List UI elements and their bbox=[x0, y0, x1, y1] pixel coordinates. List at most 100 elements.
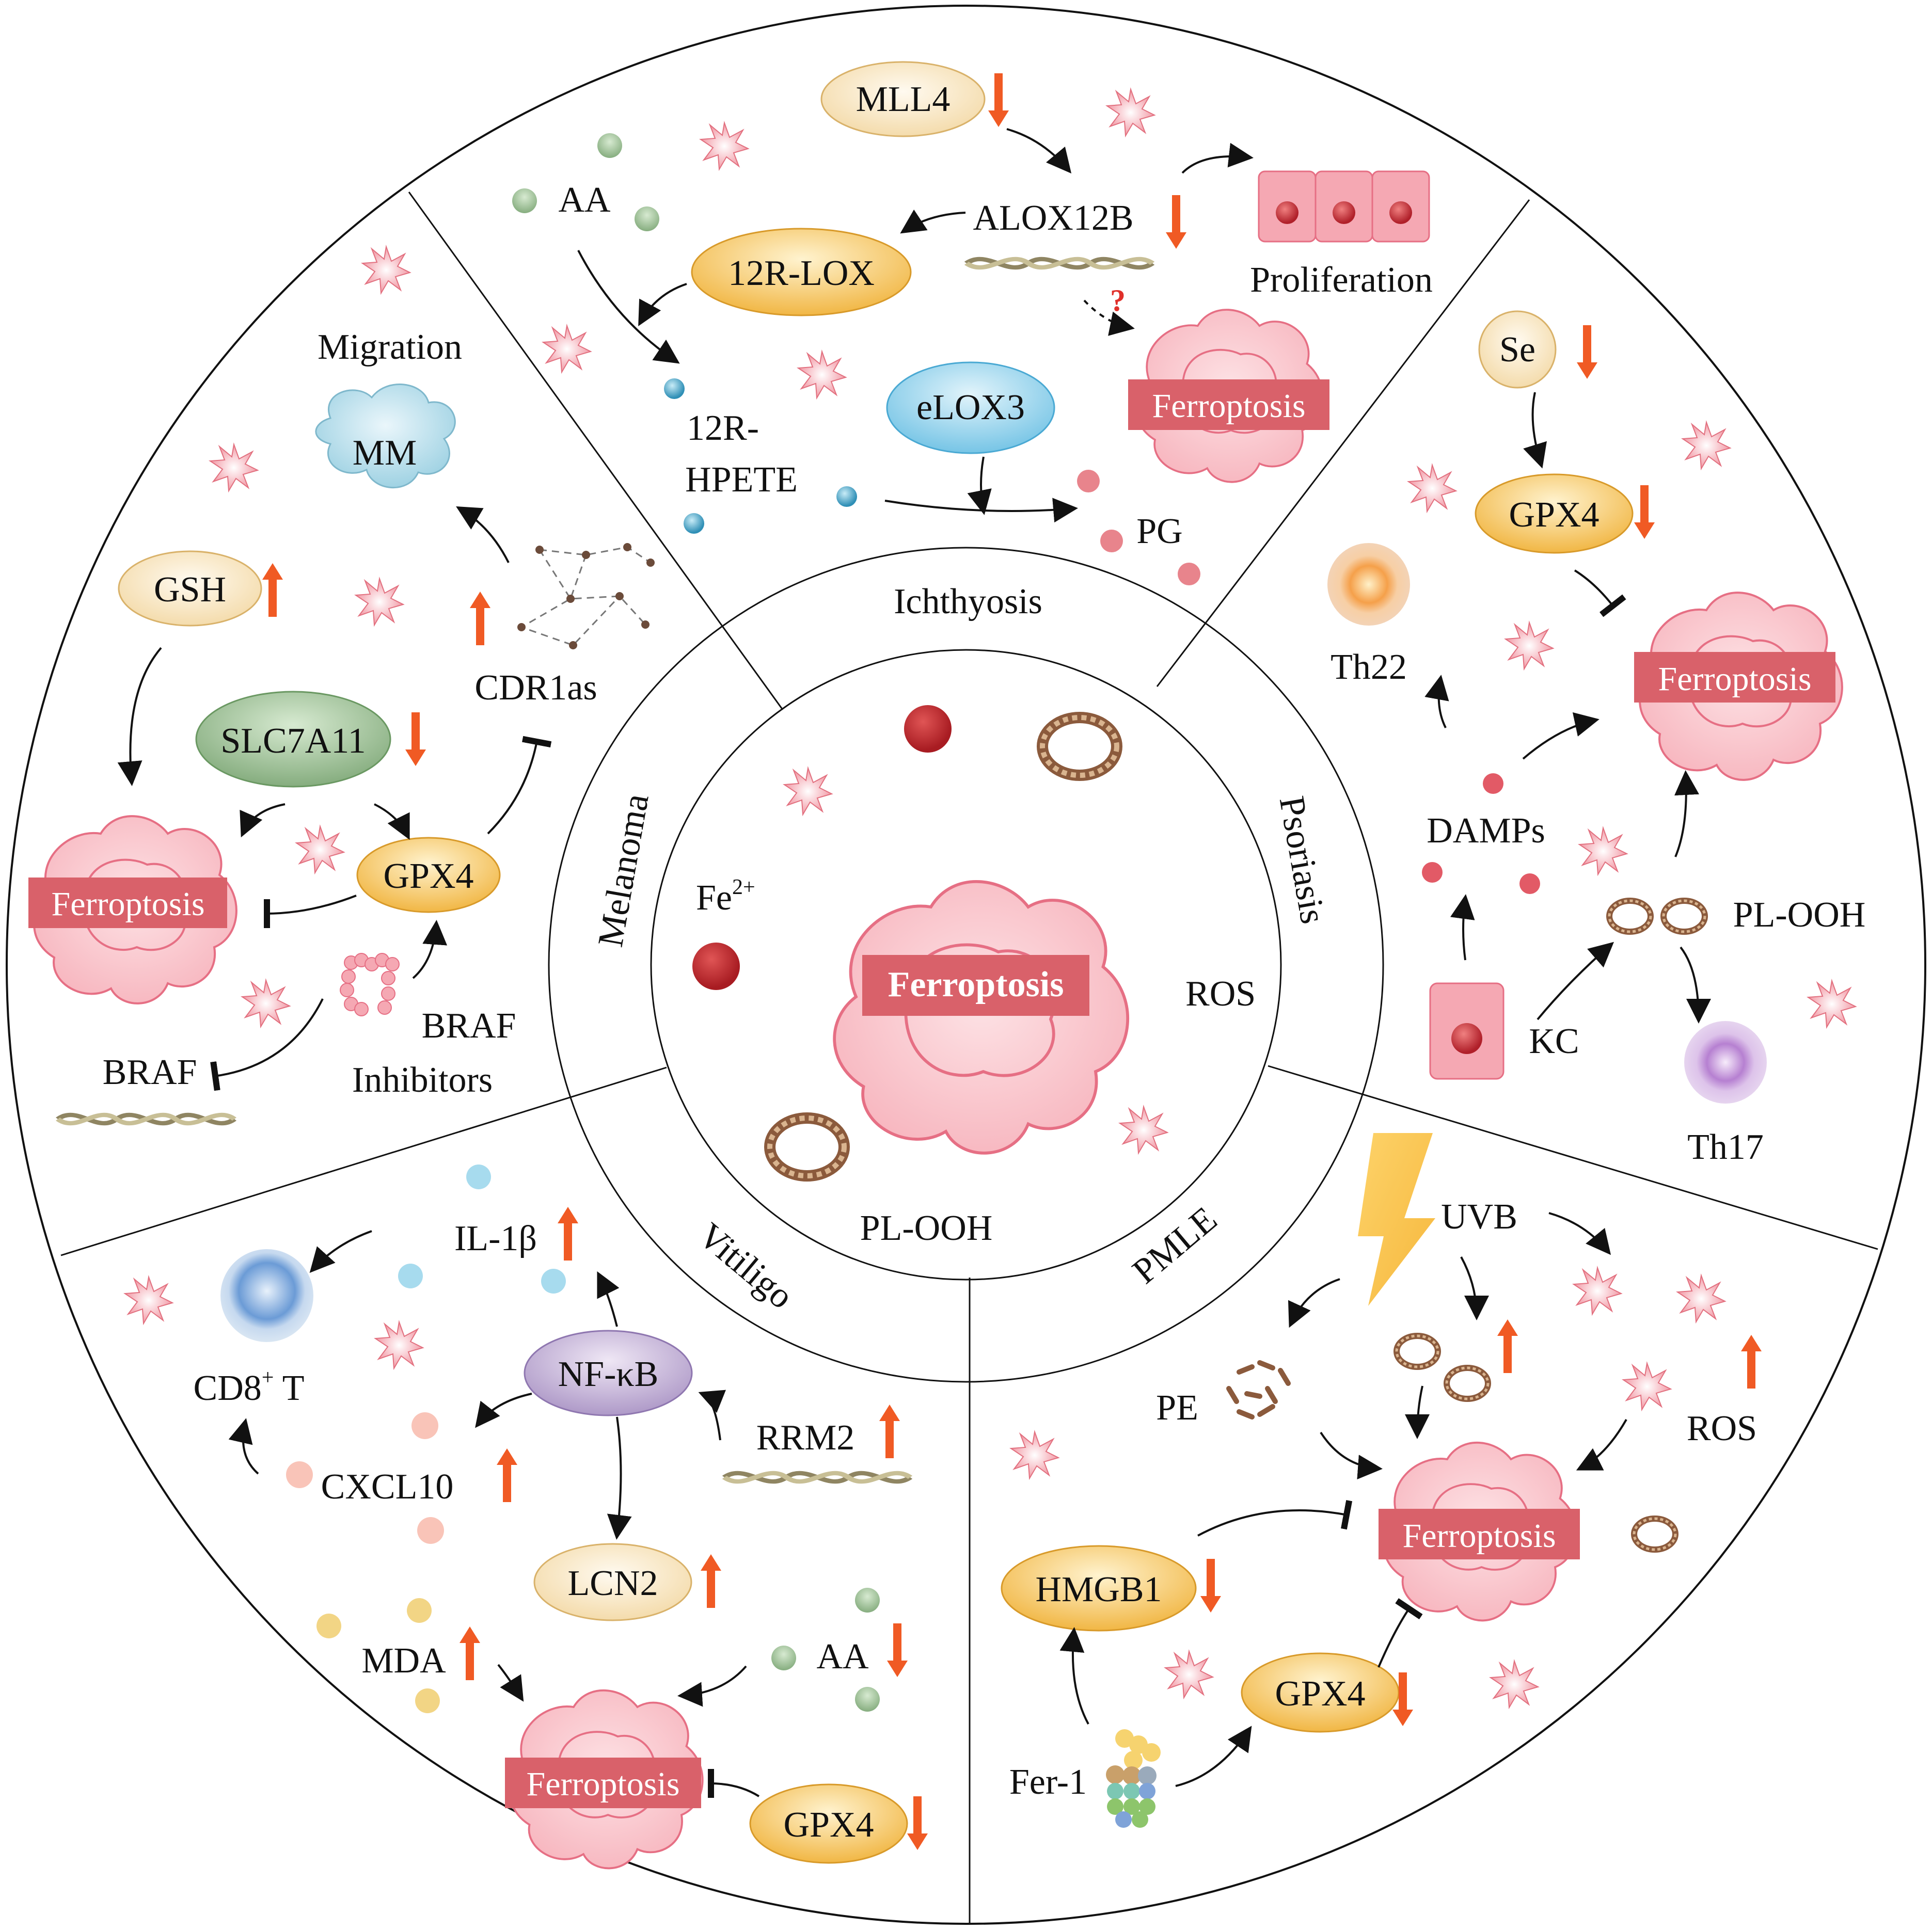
hmgb1-node bbox=[1001, 1545, 1197, 1632]
pe-fragments-icon bbox=[1226, 1360, 1291, 1419]
melanoma-panel: Migration MM GSH CDR1as SLC7A11 Ferropto… bbox=[28, 246, 655, 1123]
uvb-label: UVB bbox=[1441, 1197, 1517, 1237]
psoriasis-panel: Se GPX4 Th22 Ferroptosis DAMPs PL-OOH KC… bbox=[1327, 310, 1866, 1167]
th17-label: Th17 bbox=[1687, 1127, 1764, 1167]
center-ferroptosis-label: Ferroptosis bbox=[888, 965, 1064, 1004]
mda-dot bbox=[415, 1688, 440, 1713]
psoriasis-ferroptosis-label: Ferroptosis bbox=[1658, 660, 1812, 698]
pg-dot bbox=[1100, 530, 1123, 552]
psoriasis-gpx4-label: GPX4 bbox=[1509, 495, 1599, 535]
cxcl10-dot bbox=[411, 1412, 438, 1439]
mda-label: MDA bbox=[361, 1641, 446, 1681]
mda-dot bbox=[407, 1598, 432, 1623]
pg-dot bbox=[1077, 470, 1100, 492]
ichthyosis-ferroptosis-label-bg bbox=[1128, 379, 1329, 430]
braf-inhibitors-label-line2: Inhibitors bbox=[352, 1060, 493, 1100]
fe-ion-left bbox=[692, 943, 740, 990]
pmle-ferroptosis-label: Ferroptosis bbox=[1403, 1517, 1556, 1555]
aa-dot bbox=[597, 133, 622, 158]
melanoma-ferroptosis-label-bg bbox=[28, 878, 227, 928]
mll4-label: MLL4 bbox=[856, 79, 951, 119]
pmle-panel: UVB ROS PE Ferroptosis HMGB1 bbox=[1001, 1133, 1762, 1828]
center-region: Ferroptosis Fe2+ ROS PL-OOH bbox=[692, 705, 1256, 1248]
il1b-label: IL-1β bbox=[454, 1219, 537, 1258]
mll4-node bbox=[820, 61, 986, 137]
center-ferroptosis-cell bbox=[834, 882, 1128, 1153]
il1b-dot bbox=[541, 1269, 566, 1294]
cxcl10-label: CXCL10 bbox=[321, 1467, 454, 1507]
th22-cell-icon bbox=[1327, 543, 1410, 626]
mm-label: MM bbox=[353, 433, 417, 473]
ichthyosis-panel: MLL4 AA ALOX12B 12R-LOX Proliferation Fe… bbox=[512, 61, 1433, 585]
melanoma-ferroptosis-label: Ferroptosis bbox=[52, 885, 205, 923]
lcn2-node bbox=[533, 1543, 692, 1621]
aa-dot bbox=[512, 188, 537, 213]
kc-cell-icon bbox=[1429, 982, 1505, 1080]
gsh-node bbox=[118, 550, 262, 627]
melanoma-gpx4-node bbox=[356, 837, 501, 913]
cdr1as-nodes bbox=[517, 543, 655, 649]
psoriasis-ferroptosis-label-bg bbox=[1634, 652, 1835, 703]
pmle-ros-label: ROS bbox=[1687, 1409, 1757, 1448]
unknown-link-question-mark: ? bbox=[1110, 283, 1126, 317]
lox12r-label: 12R-LOX bbox=[728, 253, 875, 293]
migration-label: Migration bbox=[318, 327, 462, 367]
nfkb-label: NF-κB bbox=[558, 1354, 659, 1394]
aa-dot bbox=[635, 206, 659, 231]
pg-dot bbox=[1178, 563, 1200, 585]
fe-label: Fe2+ bbox=[696, 875, 755, 918]
elox3-node bbox=[886, 361, 1055, 454]
damps-dot bbox=[1483, 773, 1503, 794]
uvb-lightning-icon bbox=[1358, 1133, 1435, 1306]
vitiligo-ferroptosis-label-bg bbox=[505, 1758, 701, 1808]
lox12r-node bbox=[691, 228, 912, 316]
vitiligo-gpx4-label: GPX4 bbox=[783, 1805, 874, 1845]
rrm2-label: RRM2 bbox=[756, 1418, 855, 1458]
cd8-t-cell-icon bbox=[220, 1249, 313, 1342]
mm-cell-icon bbox=[315, 384, 456, 489]
se-node bbox=[1478, 310, 1557, 389]
hpete-label-line2: HPETE bbox=[685, 460, 798, 500]
hpete-dot bbox=[684, 513, 704, 534]
hmgb1-label: HMGB1 bbox=[1035, 1570, 1162, 1609]
damps-label: DAMPs bbox=[1427, 811, 1545, 851]
aa-dot bbox=[855, 1687, 880, 1712]
th17-cell-icon bbox=[1684, 1021, 1767, 1104]
proliferation-label: Proliferation bbox=[1250, 260, 1433, 300]
psoriasis-ploh-label: PL-OOH bbox=[1733, 895, 1866, 935]
ros-center-label: ROS bbox=[1185, 974, 1256, 1014]
mda-dot bbox=[316, 1614, 341, 1638]
vitiligo-panel: IL-1β CD8+ T NF-κB RRM2 CXCL10 LCN2 MDA … bbox=[124, 1165, 928, 1870]
cxcl10-dot bbox=[286, 1461, 313, 1488]
fer1-label: Fer-1 bbox=[1009, 1762, 1087, 1802]
pmle-ferroptosis-label-bg bbox=[1379, 1509, 1580, 1559]
pe-label: PE bbox=[1156, 1388, 1198, 1428]
se-label: Se bbox=[1499, 330, 1535, 370]
proliferation-cells-icon bbox=[1258, 170, 1430, 243]
braf-inhibitor-molecule-icon bbox=[340, 953, 400, 1016]
hpete-dot bbox=[836, 486, 857, 507]
pg-label: PG bbox=[1136, 512, 1182, 551]
il1b-dot bbox=[466, 1165, 491, 1189]
vitiligo-gpx4-node bbox=[749, 1783, 908, 1864]
braf-label: BRAF bbox=[103, 1052, 197, 1092]
damps-dot bbox=[1519, 873, 1540, 894]
aa-dot bbox=[771, 1646, 796, 1670]
fe-ion-top bbox=[904, 705, 952, 753]
lcn2-label: LCN2 bbox=[568, 1564, 658, 1603]
cdr1as-label: CDR1as bbox=[474, 668, 597, 708]
ploh-center-label: PL-OOH bbox=[860, 1208, 993, 1248]
psoriasis-gpx4-node bbox=[1475, 473, 1634, 554]
slc7a11-node bbox=[195, 691, 391, 788]
slc7a11-label: SLC7A11 bbox=[220, 721, 366, 761]
th22-label: Th22 bbox=[1331, 647, 1407, 687]
fer1-molecule-icon bbox=[1106, 1729, 1161, 1828]
aa-label-ichthyosis: AA bbox=[558, 180, 611, 220]
elox3-label: eLOX3 bbox=[916, 388, 1025, 427]
vitiligo-aa-label: AA bbox=[816, 1637, 869, 1677]
hpete-dot bbox=[664, 378, 685, 399]
ring-label-ichthyosis: Ichthyosis bbox=[894, 582, 1042, 621]
gsh-label: GSH bbox=[154, 570, 226, 610]
